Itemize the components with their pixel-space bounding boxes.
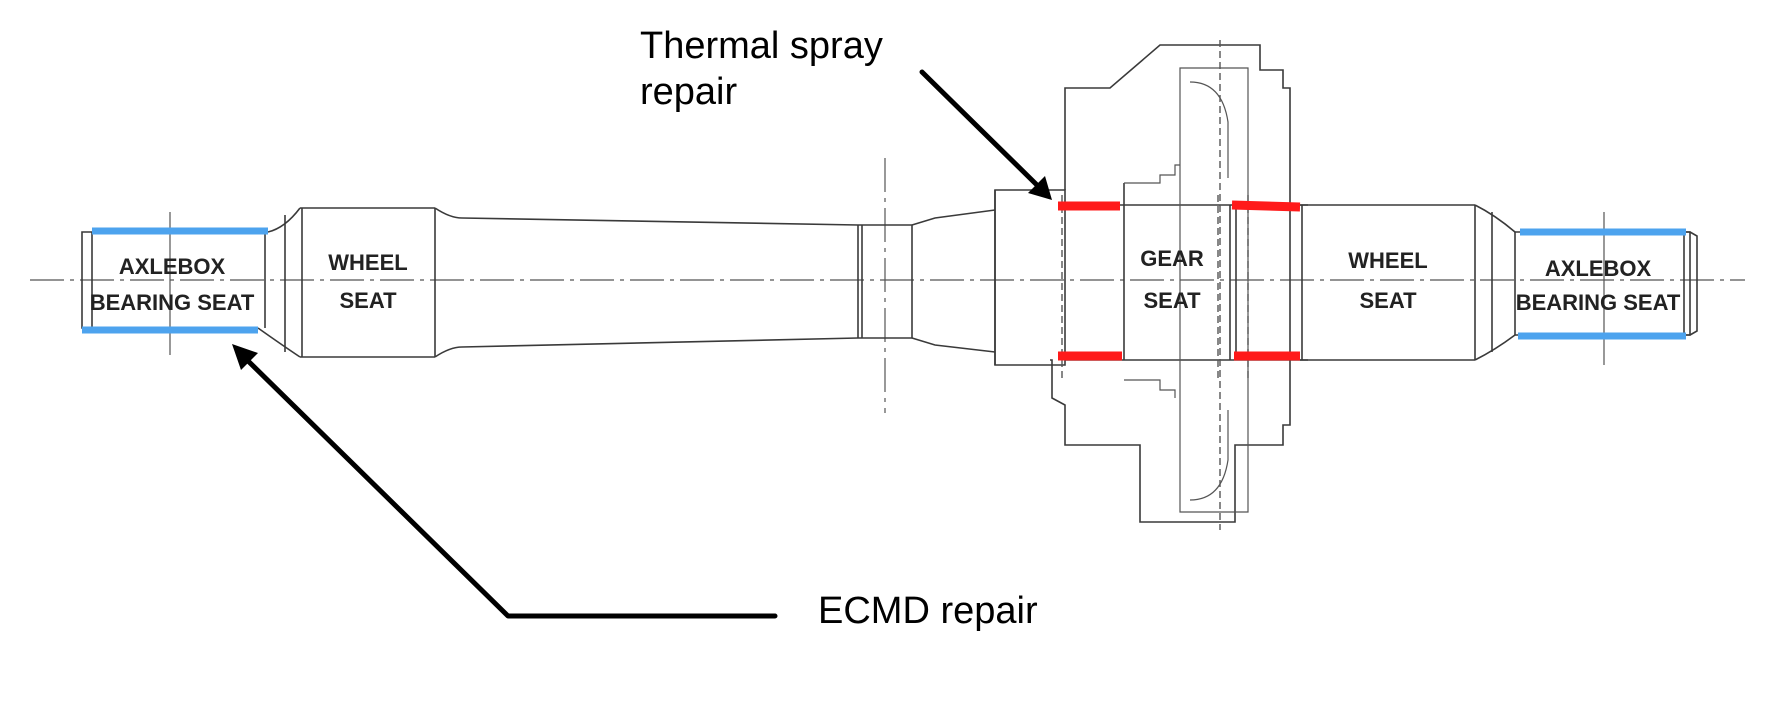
ecmd-callout-arrow [232,344,778,619]
thermal-spray-repair-zones [1058,200,1301,361]
ecmd-repair-zones [82,227,1686,340]
label-right-axlebox-line1: AXLEBOX [1545,256,1652,281]
gear-housing [1050,40,1291,530]
label-right-wheel-line1: WHEEL [1348,248,1427,273]
label-left-wheel-line2: SEAT [339,288,397,313]
label-right-wheel-line2: SEAT [1359,288,1417,313]
label-left-wheel-line1: WHEEL [328,250,407,275]
label-left-axlebox-line2: BEARING SEAT [90,290,255,315]
thermal-callout-arrow [919,69,1052,200]
axle-outline [81,183,1698,366]
label-left-axlebox-line1: AXLEBOX [119,254,226,279]
label-gear-line1: GEAR [1140,246,1204,271]
thermal-callout-line1: Thermal spray [640,25,883,67]
thermal-callout-line2: repair [640,71,737,113]
label-right-axlebox-line2: BEARING SEAT [1516,290,1681,315]
label-gear-line2: SEAT [1143,288,1201,313]
ecmd-callout: ECMD repair [818,590,1038,632]
thermal-zone-2-top [1231,200,1301,212]
